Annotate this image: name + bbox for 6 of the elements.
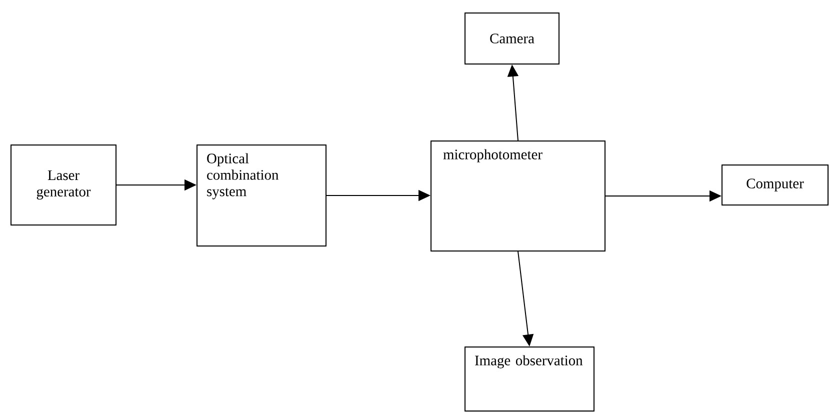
process-box: Image observation bbox=[464, 346, 594, 412]
process-box: Camera bbox=[464, 12, 560, 64]
process-box: Computer bbox=[722, 164, 828, 206]
process-box: microphotometer bbox=[430, 140, 606, 252]
process-box: Optical combination system bbox=[196, 144, 326, 246]
process-box: Laser generator bbox=[10, 144, 116, 226]
